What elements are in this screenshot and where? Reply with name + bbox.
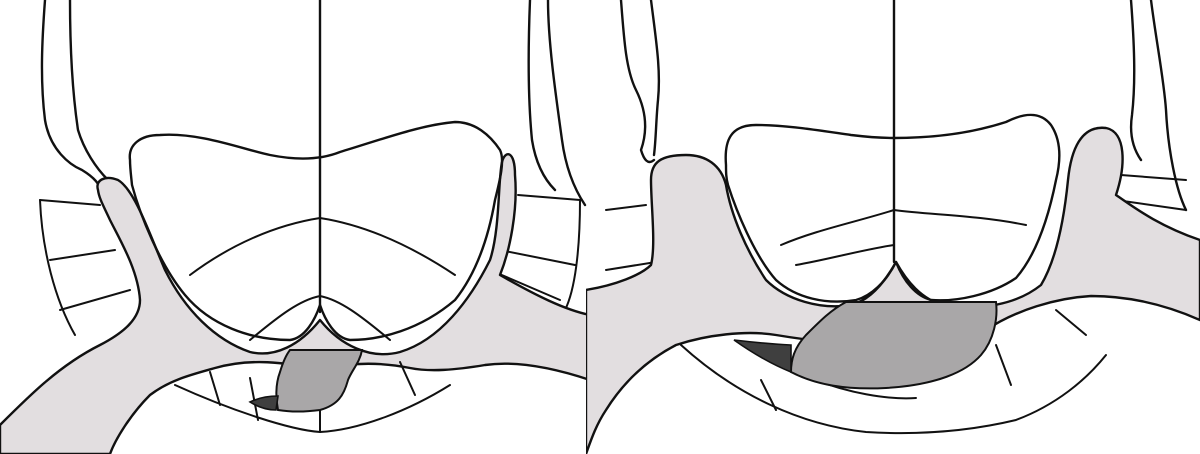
right-lateral-outline-left (621, 0, 654, 162)
right-lateral-outline-right (1131, 0, 1141, 160)
right-lower-seg-4 (1056, 310, 1086, 335)
left-plate-line-8 (565, 200, 580, 310)
left-lateral-outline-right (548, 0, 585, 205)
left-plate-line-1 (40, 200, 100, 205)
right-central-division-1 (781, 210, 1026, 245)
right-lower-seg-1 (761, 380, 776, 410)
left-central-division-1 (190, 218, 455, 275)
left-lateral-inner-right (529, 0, 555, 190)
left-plate-line-5 (500, 250, 575, 265)
right-lower-seg-3 (996, 345, 1011, 385)
panel-right (586, 0, 1200, 454)
panel-left (0, 0, 590, 454)
right-plate-line-1 (606, 205, 646, 210)
left-lateral-inner-left (70, 0, 108, 180)
left-lesion-medium (276, 350, 362, 412)
right-central-division-2 (796, 245, 894, 265)
left-plate-line-7 (40, 200, 75, 335)
left-plate-line-3 (60, 290, 130, 310)
right-lateral-outline-left-2 (651, 0, 659, 155)
panel-right-drawing (586, 0, 1200, 454)
right-lesion-dark (734, 340, 791, 372)
left-plate-line-2 (50, 250, 115, 260)
panel-left-drawing (0, 0, 590, 454)
left-plate-line-4 (518, 195, 580, 200)
